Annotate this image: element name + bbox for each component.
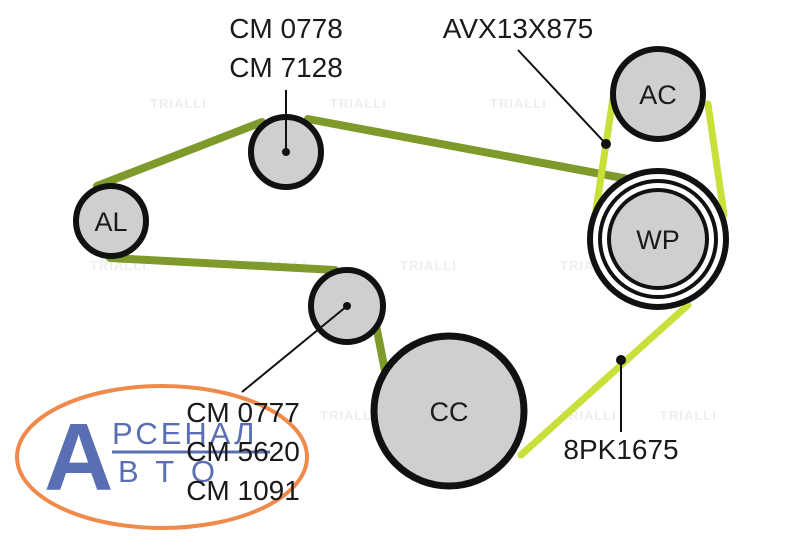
arsenal-avto-logo: А РСЕНАЛ В Т О [15,384,309,530]
logo-line-2: В Т О [118,454,219,489]
leader-lines [241,49,622,432]
belt-segment-al-top-idler [93,118,266,190]
pulley-al: AL [73,183,149,259]
belt-segment-ac-wp-left [592,94,617,214]
leader-avx [517,49,607,145]
lower-idler-part-1: CM 0777 [186,397,300,428]
top-idler-labels: CM 0778 CM 7128 [229,13,343,83]
watermark: TRIALLI [320,408,377,423]
lower-idler-labels: CM 0777 CM 5620 CM 1091 [186,397,300,506]
pulley-cc-label: CC [430,397,469,427]
lower-idler-part-3: CM 1091 [186,475,300,506]
pulley-wp-inner [607,188,709,290]
pulley-wp: WP [587,168,729,310]
belt-segment-ac-wp-right [704,100,728,219]
leader-lower-idler [241,305,348,393]
lower-idler-part-2: CM 5620 [186,436,300,467]
logo-big-letter: А [44,404,113,511]
belt-main-part-number: 8PK1675 [563,434,678,465]
leader-dot-avx [601,139,611,149]
watermark: TRIALLI [330,96,387,111]
pulley-cc-circle [370,332,528,490]
watermark: TRIALLI [400,258,457,273]
belt-segment-al-lower-idler [106,254,339,274]
pulley-wp-label: WP [636,225,680,255]
watermark: TRIALLI [150,96,207,111]
watermark: TRIALLI [490,96,547,111]
belt-segment-wp-cc [517,301,692,459]
main-belt [93,115,664,380]
pulley-al-label: AL [94,207,127,237]
top-idler-part-2: CM 7128 [229,52,343,83]
pulley-cc: CC [370,332,528,490]
light-belt [517,94,728,459]
pulley-al-circle [73,183,149,259]
leader-dot-8pk [616,355,626,365]
belt-ac-part-number: AVX13X875 [443,13,594,44]
pulley-ac-label: AC [639,80,677,110]
logo-line-1: РСЕНАЛ [112,416,257,451]
top-idler-part-1: CM 0778 [229,13,343,44]
pulley-ac: AC [610,46,706,142]
watermark: TRIALLI [660,408,717,423]
pulley-ac-circle [610,46,706,142]
logo-ellipse [15,384,309,530]
